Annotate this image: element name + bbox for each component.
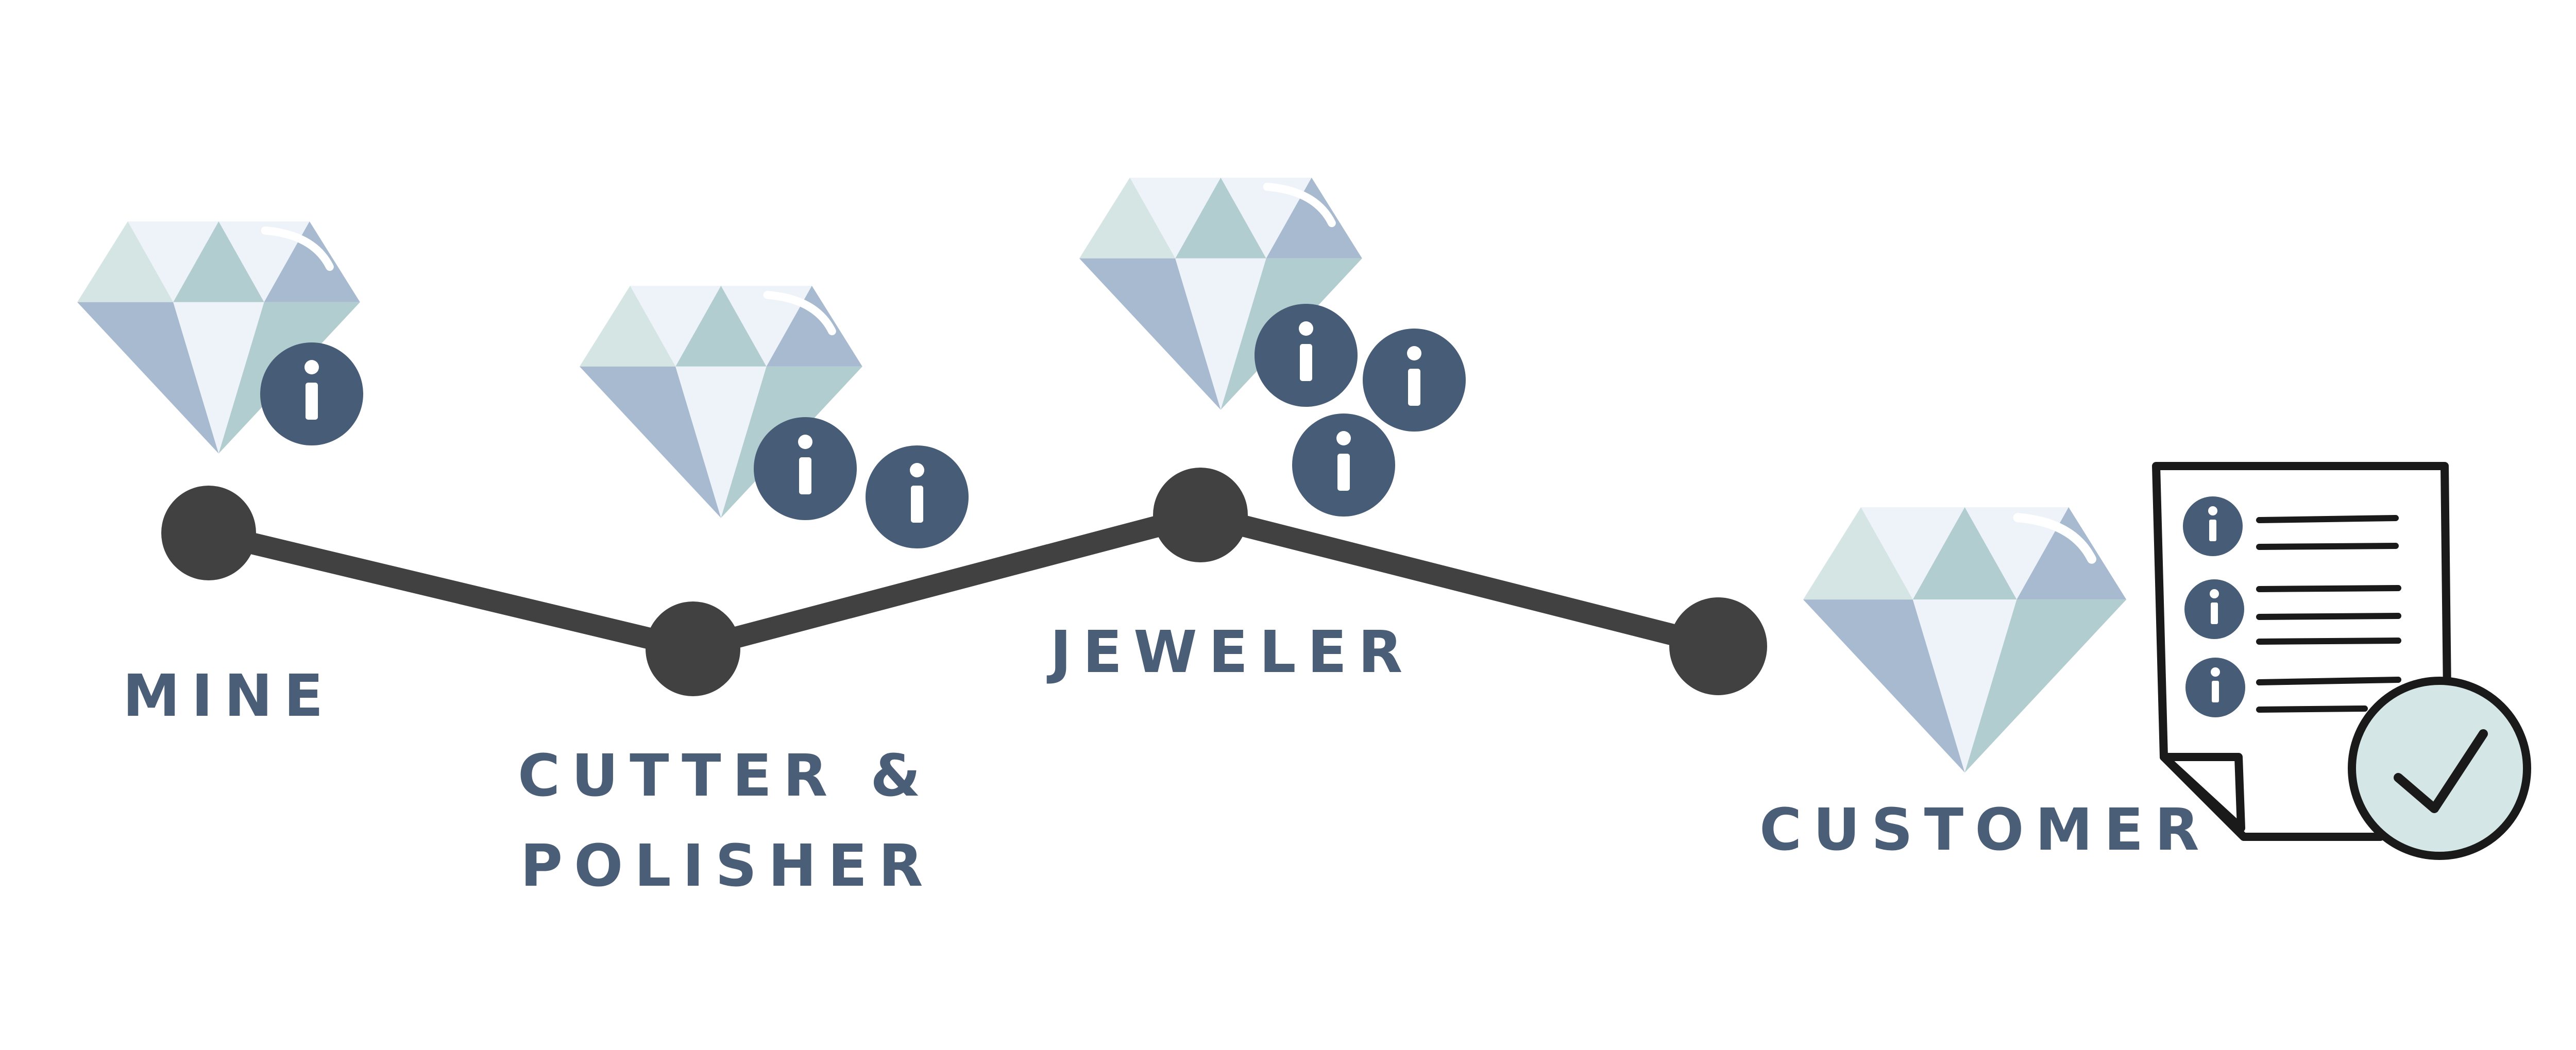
- jeweler-info-icon-3: [1292, 414, 1395, 517]
- jeweler-info-icon-1: [1255, 304, 1358, 407]
- mine-node: [161, 486, 256, 580]
- customer-diamond-icon: [1803, 507, 2126, 772]
- certificate-lines: [2256, 515, 2401, 713]
- mine-info-icon: [260, 342, 363, 445]
- certificate-info-icon-3: [2185, 658, 2245, 717]
- jeweler-node: [1153, 468, 1248, 562]
- cutter-polisher-node: [646, 601, 740, 696]
- cutter-polisher-label-line-2: POLISHER: [520, 833, 934, 900]
- supply-chain-connector: [206, 504, 1721, 660]
- jeweler-info-icon-2: [1363, 329, 1466, 432]
- checkmark-icon: [2394, 729, 2488, 813]
- checkmark-badge: [2348, 677, 2531, 860]
- customer-node: [1669, 597, 1767, 695]
- customer-label: CUSTOMER: [1759, 797, 2211, 864]
- mine-label: MINE: [123, 663, 334, 730]
- cutter-polisher-label-line-1: CUTTER &: [518, 743, 932, 810]
- certificate-info-icon-1: [2183, 496, 2243, 556]
- cutter-polisher-info-icon-1: [754, 417, 857, 520]
- jeweler-label: JEWELER: [1046, 619, 1414, 686]
- certificate-document-icon: [2152, 462, 2531, 860]
- certificate-info-icon-2: [2184, 579, 2244, 639]
- cutter-polisher-info-icon-2: [866, 445, 969, 548]
